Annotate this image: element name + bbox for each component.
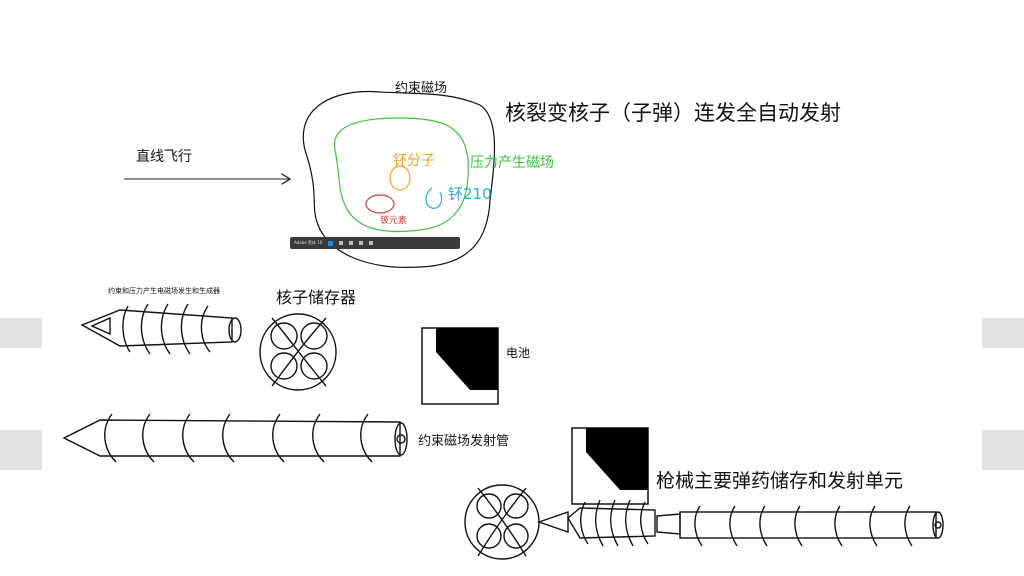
more-icon[interactable] (369, 241, 374, 245)
battery-drawing (421, 327, 499, 405)
diagram-title: 核裂变核子（子弹）连发全自动发射 (505, 101, 841, 125)
inner-field-loop (333, 117, 469, 233)
storage-label: 核子储存器 (276, 288, 357, 307)
battery-label: 电池 (506, 346, 531, 360)
color-swatch-icon[interactable] (328, 240, 334, 246)
plutonium-210-circle (425, 187, 443, 209)
delete-icon[interactable] (349, 241, 354, 245)
left-edge-strip-2 (0, 430, 42, 470)
assembly-battery-drawing (571, 427, 649, 505)
outer-field-label: 约束磁场 (395, 81, 448, 96)
left-edge-strip-1 (0, 318, 42, 348)
inner-field-label: 压力产生磁场 (470, 155, 554, 171)
plutonium-molecule-label: 钚分子 (393, 153, 435, 169)
beryllium-circle (365, 194, 395, 214)
plutonium-210-label: 钚210 (448, 185, 492, 203)
nuclear-storage-drawing (259, 313, 337, 391)
right-edge-strip-2 (982, 430, 1024, 470)
assembly-label: 枪械主要弹药储存和发射单元 (656, 470, 904, 492)
plutonium-molecule-circle (389, 165, 411, 191)
generator-label: 约束和压力产生电磁场发生和生成器 (108, 287, 220, 295)
text-format-toolbar[interactable]: Adobe 黑体 10 (290, 237, 460, 249)
assembly-storage-drawing (464, 484, 569, 560)
beryllium-label: 铍元素 (380, 216, 408, 226)
right-edge-strip-1 (982, 318, 1024, 348)
tube-label: 约束磁场发射管 (418, 434, 510, 449)
toolbar-font-text[interactable]: Adobe 黑体 10 (294, 240, 323, 245)
field-generator-drawing (80, 303, 242, 355)
outer-field-loop (302, 90, 496, 268)
align-icon[interactable] (339, 241, 344, 245)
assembly-tube-drawing (567, 499, 944, 547)
flight-label: 直线飞行 (136, 149, 192, 165)
text-style-icon[interactable] (359, 241, 364, 245)
launch-tube-drawing (62, 413, 408, 463)
